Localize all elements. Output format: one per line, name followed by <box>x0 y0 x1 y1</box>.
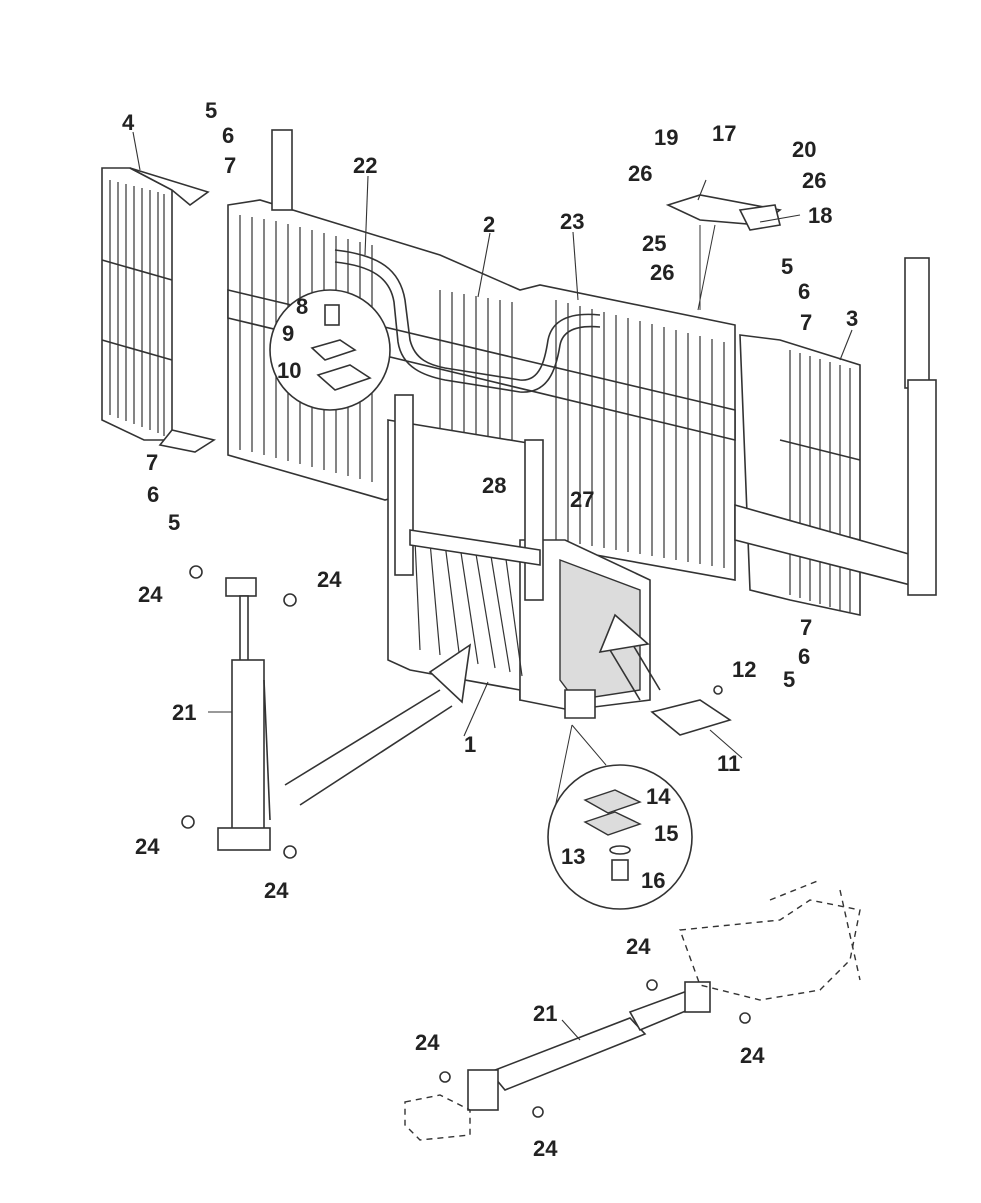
callout-25: 25 <box>642 231 666 256</box>
callout-26c: 26 <box>650 260 674 285</box>
back-frame-slats <box>239 215 725 568</box>
callout-24d: 24 <box>264 878 289 903</box>
hinge-plate <box>665 194 782 311</box>
front-frame <box>387 394 651 719</box>
callout-22: 22 <box>353 153 377 178</box>
callout-4: 4 <box>122 110 135 135</box>
callout-15: 15 <box>654 821 678 846</box>
callout-24e: 24 <box>626 934 651 959</box>
callout-24b: 24 <box>317 567 342 592</box>
callout-21a: 21 <box>172 700 196 725</box>
callout-9: 9 <box>282 321 294 346</box>
callout-18: 18 <box>808 203 832 228</box>
callout-6b: 6 <box>147 482 159 507</box>
callout-7d: 7 <box>800 615 812 640</box>
callout-17: 17 <box>712 121 736 146</box>
callout-28: 28 <box>482 473 506 498</box>
callout-14: 14 <box>646 784 671 809</box>
leader-lines <box>132 131 853 1041</box>
callout-6d: 6 <box>798 644 810 669</box>
callout-7b: 7 <box>146 450 158 475</box>
callout-labels: 1 2 3 4 5 6 7 7 6 5 5 6 7 7 6 5 8 9 10 1… <box>122 98 858 1161</box>
callout-27: 27 <box>570 487 594 512</box>
callout-5a: 5 <box>205 98 217 123</box>
callout-21b: 21 <box>533 1001 557 1026</box>
callout-11: 11 <box>717 751 740 776</box>
callout-12: 12 <box>732 657 756 682</box>
callout-24h: 24 <box>533 1136 558 1161</box>
callout-7c: 7 <box>800 310 812 335</box>
callout-16: 16 <box>641 868 665 893</box>
callout-2: 2 <box>483 212 495 237</box>
detail-circle-lower <box>547 724 693 910</box>
callout-8: 8 <box>296 294 308 319</box>
callout-6c: 6 <box>798 279 810 304</box>
callout-5d: 5 <box>783 667 795 692</box>
cylinder-upper <box>181 565 297 859</box>
cylinder-lower <box>439 979 751 1118</box>
detail-circle-upper <box>269 289 391 411</box>
callout-7a: 7 <box>224 153 236 178</box>
callout-26b: 26 <box>802 168 826 193</box>
callout-3: 3 <box>846 306 858 331</box>
tube-assembly <box>334 249 601 393</box>
callout-26a: 26 <box>628 161 652 186</box>
callout-24c: 24 <box>135 834 160 859</box>
callout-24g: 24 <box>415 1030 440 1055</box>
callout-20: 20 <box>792 137 816 162</box>
callout-10: 10 <box>277 358 301 383</box>
callout-1: 1 <box>464 732 476 757</box>
callout-23: 23 <box>560 209 584 234</box>
callout-24a: 24 <box>138 582 163 607</box>
side-screen-right <box>734 257 937 616</box>
side-screen-left <box>101 167 217 453</box>
callout-5b: 5 <box>168 510 180 535</box>
callout-5c: 5 <box>781 254 793 279</box>
phantom-outline <box>404 879 861 1141</box>
callout-13: 13 <box>561 844 585 869</box>
mounting-plate <box>650 685 732 736</box>
callout-6a: 6 <box>222 123 234 148</box>
callout-24f: 24 <box>740 1043 765 1068</box>
callout-19: 19 <box>654 125 678 150</box>
insert-arrows <box>284 613 661 806</box>
